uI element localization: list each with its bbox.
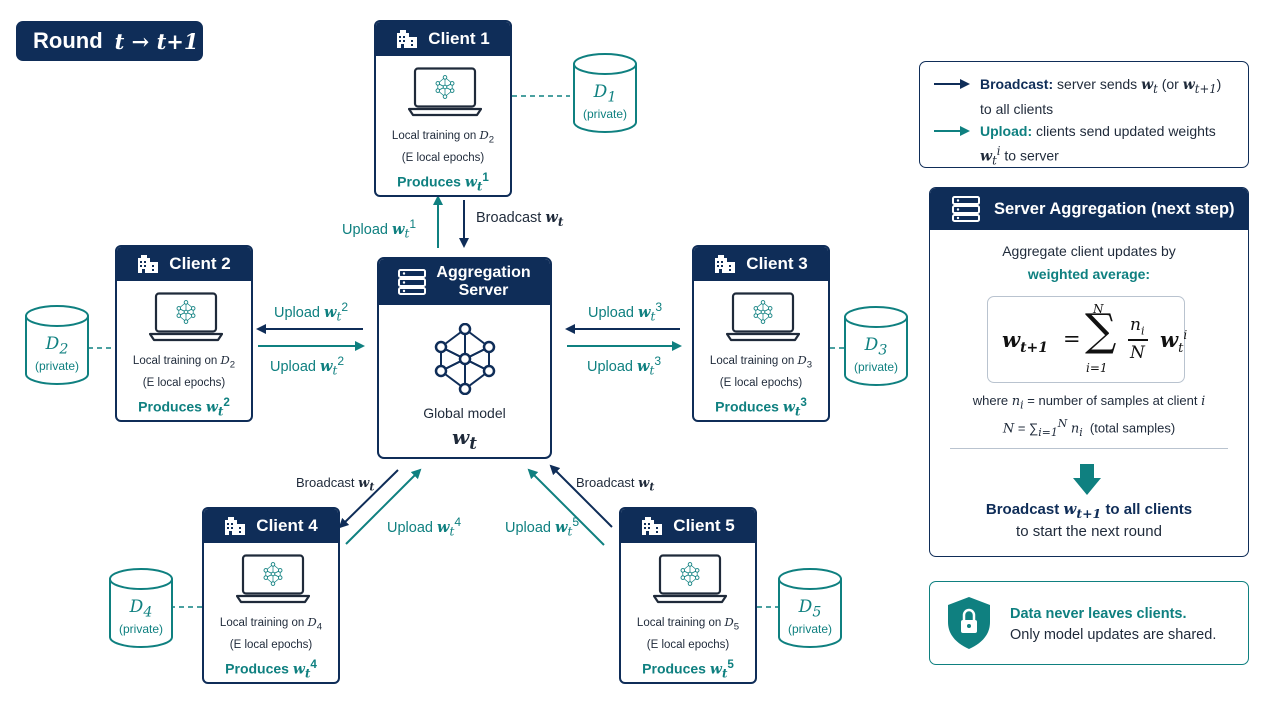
laptop-icon (653, 554, 727, 604)
client-description: Local training on D4 (E local epochs) Pr… (219, 615, 323, 681)
global-model-weight: wt (452, 425, 477, 453)
aggregation-title: Server Aggregation (next step) (994, 199, 1235, 218)
building-icon (396, 30, 418, 48)
datastore-2: D2 (private) (24, 304, 90, 386)
edge-label-broadcast-4: Broadcast wt (296, 475, 375, 494)
arrow-down-icon (1073, 464, 1101, 495)
server-rack-icon (952, 196, 980, 222)
edge-label-upload-2b: Upload wt2 (270, 354, 345, 378)
upload-arrow-client5 (527, 468, 605, 546)
edge-label-broadcast-1: Broadcast wt (476, 209, 564, 229)
client-description: Local training on D2 (E local epochs) Pr… (132, 353, 236, 419)
privacy-line1: Data never leaves clients. (1010, 606, 1187, 622)
client-card-3: Client 3 Local training on D3 (E local e… (692, 245, 830, 422)
server-rack-icon (398, 269, 426, 295)
client-card-2: Client 2 Local training on D2 (E local e… (115, 245, 253, 422)
round-badge: Round t → t+1 (16, 21, 203, 61)
legend-broadcast: Broadcast: server sends wt (or wt+1) to … (980, 76, 1222, 117)
server-header: Aggregation Server (379, 259, 550, 305)
edge-label-broadcast-5: Broadcast wt (576, 475, 655, 494)
edge-label-upload-5: Upload wt5 (505, 515, 580, 539)
edge-label-upload-3a: Upload wt3 (588, 300, 663, 324)
client-header: Client 1 (376, 22, 510, 56)
privacy-panel: Data never leaves clients. Only model up… (929, 581, 1249, 665)
edge-label-upload-2a: Upload wt2 (274, 300, 349, 324)
client-card-5: Client 5 Local training on D5 (E local e… (619, 507, 757, 684)
datastore-4: D4 (private) (108, 567, 174, 649)
laptop-icon (149, 292, 223, 342)
laptop-icon (236, 554, 310, 604)
neural-network-icon (434, 323, 496, 395)
building-icon (641, 517, 663, 535)
client-card-4: Client 4 Local training on D4 (E local e… (202, 507, 340, 684)
client-description: Local training on D3 (E local epochs) Pr… (709, 353, 813, 419)
datastore-1: D1 (private) (572, 52, 638, 134)
legend-panel: Broadcast: server sends wt (or wt+1) to … (919, 61, 1249, 168)
laptop-icon (408, 67, 482, 117)
legend-upload: Upload: clients send updated weights wti… (980, 123, 1216, 168)
client-title: Client 1 (428, 29, 490, 48)
aggregation-server: Aggregation Server Global model wt (377, 257, 552, 459)
client-title: Client 3 (746, 254, 808, 273)
building-icon (224, 517, 246, 535)
edge-label-upload-1: Upload wt1 (342, 217, 417, 241)
aggregation-where: where ni = number of samples at client i (972, 393, 1206, 412)
client-header: Client 2 (117, 247, 251, 281)
server-title: Aggregation Server (436, 264, 531, 299)
broadcast-arrow-client5 (549, 464, 613, 528)
aggregation-line1: Aggregate client updates by (1002, 243, 1176, 259)
aggregation-header: Server Aggregation (next step) (930, 188, 1248, 230)
client-title: Client 2 (169, 254, 231, 273)
client-description: Local training on D5 (E local epochs) Pr… (636, 615, 740, 681)
privacy-line2: Only model updates are shared. (1010, 627, 1217, 643)
divider (950, 448, 1228, 449)
round-expression: t → t+1 (114, 28, 199, 54)
broadcast-arrow-client4 (338, 469, 399, 529)
client-card-1: Client 1 Local training on D2 (E local e… (374, 20, 512, 197)
datastore-3: D3 (private) (843, 305, 909, 387)
aggregation-line2: weighted average: (1027, 266, 1151, 282)
datastore-5: D5 (private) (777, 567, 843, 649)
global-model-label: Global model (423, 405, 506, 421)
client-header: Client 3 (694, 247, 828, 281)
upload-arrow-client4 (345, 468, 422, 545)
next-round-text: to start the next round (1016, 523, 1162, 540)
building-icon (137, 255, 159, 273)
shield-lock-icon (948, 597, 990, 649)
edge-label-upload-4: Upload wt4 (387, 515, 462, 539)
aggregation-formula: wt+1 = N ∑ i=1 ni N wti (987, 296, 1187, 383)
laptop-icon (726, 292, 800, 342)
edge-label-upload-3b: Upload wt3 (587, 354, 662, 378)
building-icon (714, 255, 736, 273)
client-description: Local training on D2 (E local epochs) Pr… (391, 128, 495, 194)
client-title: Client 4 (256, 516, 318, 535)
client-title: Client 5 (673, 516, 735, 535)
aggregation-panel: Server Aggregation (next step) Aggregate… (929, 187, 1249, 557)
round-label: Round (33, 28, 103, 53)
aggregation-total: N = ∑i=1N ni (total samples) (1002, 417, 1176, 439)
client-header: Client 4 (204, 509, 338, 543)
client-header: Client 5 (621, 509, 755, 543)
broadcast-next: Broadcast wt+1 to all clients (985, 500, 1193, 521)
